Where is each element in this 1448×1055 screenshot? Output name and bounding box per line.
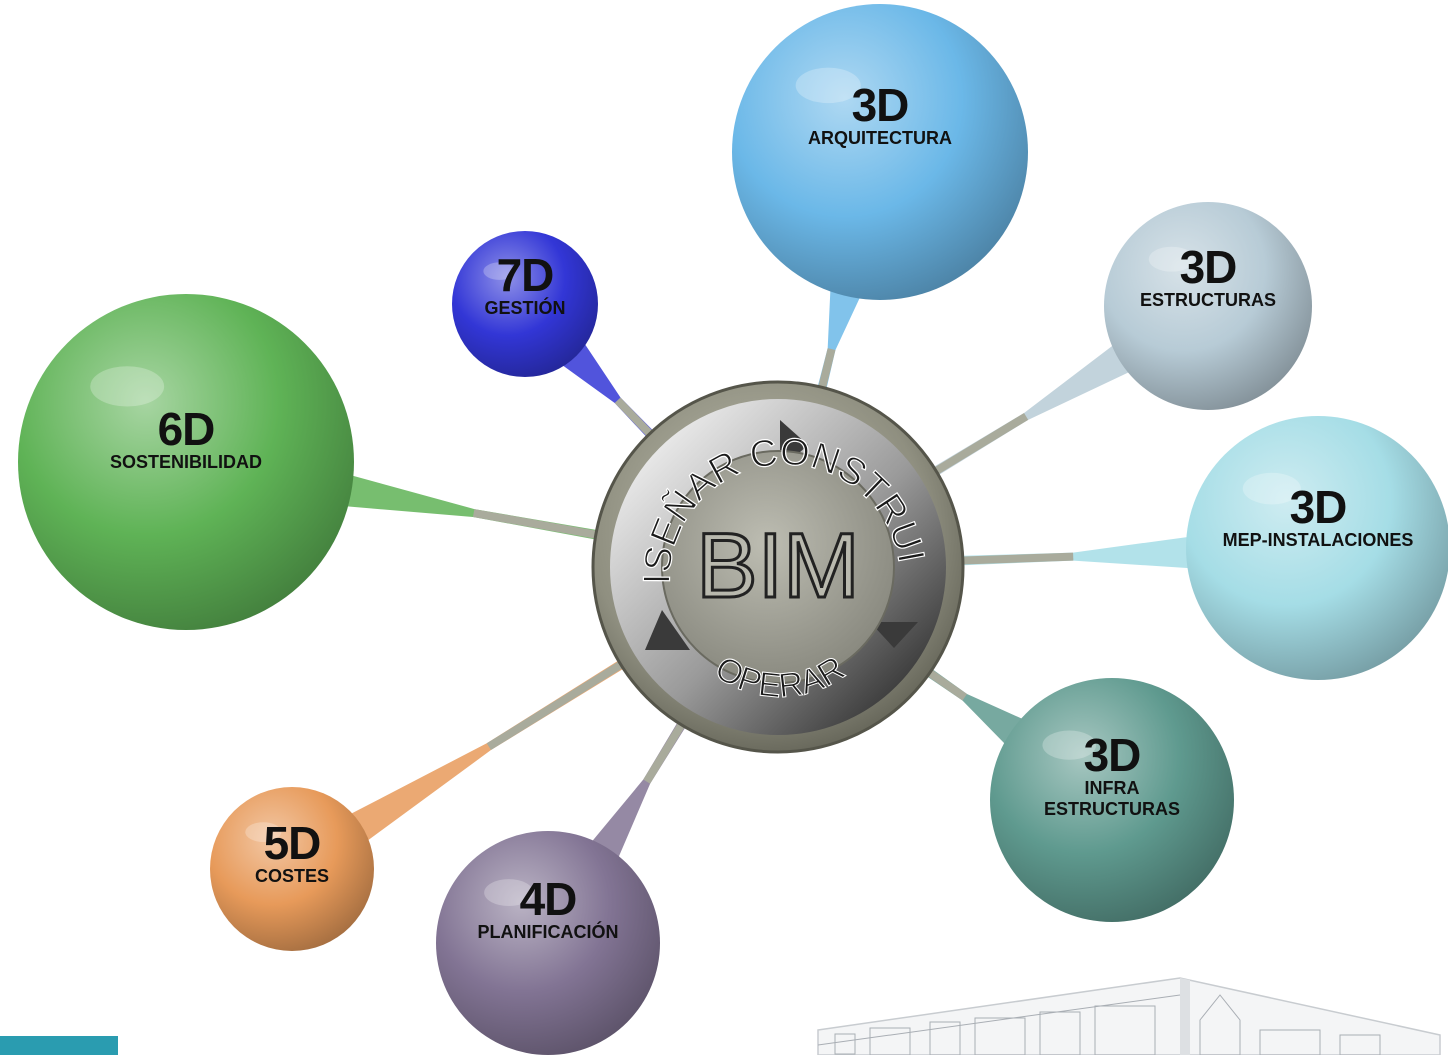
sphere-mep	[1186, 416, 1448, 680]
sphere-highlight-sostenibilidad	[90, 366, 165, 407]
sphere-highlight-infra	[1042, 730, 1097, 760]
sphere-highlight-costes	[245, 822, 282, 842]
sphere-estructuras	[1104, 202, 1312, 410]
sphere-gestion	[452, 231, 598, 377]
sphere-arquitectura	[732, 4, 1028, 300]
blueprint-sheet-image	[817, 977, 1441, 1055]
sphere-highlight-arquitectura	[795, 67, 861, 104]
sphere-highlight-planificacion	[484, 879, 534, 907]
sphere-highlight-estructuras	[1148, 246, 1195, 272]
sphere-costes	[210, 787, 374, 951]
sphere-infra	[990, 678, 1234, 922]
sphere-sostenibilidad	[18, 294, 354, 630]
dimension-spheres	[18, 4, 1448, 1055]
sphere-highlight-gestion	[483, 262, 516, 280]
accent-bar	[0, 1036, 118, 1055]
sphere-planificacion	[436, 831, 660, 1055]
hub-title: BIM	[696, 515, 860, 617]
sphere-highlight-mep	[1242, 472, 1301, 505]
connectors	[342, 286, 1193, 861]
